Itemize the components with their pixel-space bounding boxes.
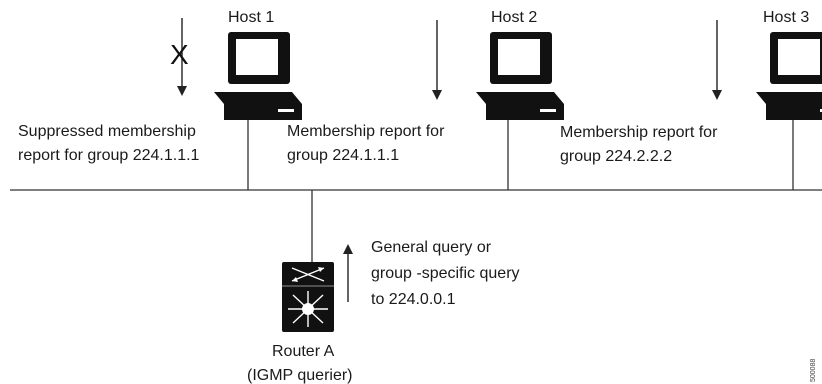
host2-report-arrow — [432, 20, 442, 100]
host3-report-arrow — [712, 20, 722, 100]
suppressed-x-mark: X — [170, 39, 189, 70]
router-role-label: (IGMP querier) — [247, 367, 353, 384]
host1-report-line1: Suppressed membership — [18, 123, 196, 140]
host2-label: Host 2 — [491, 9, 537, 26]
query-line2: group -specific query — [371, 265, 520, 282]
router-label: Router A — [272, 343, 335, 360]
host3-report-line2: group 224.2.2.2 — [560, 148, 672, 165]
host2-report-line2: group 224.1.1.1 — [287, 147, 399, 164]
figure-id: 500088 — [810, 359, 817, 382]
host1-computer-icon — [214, 32, 302, 120]
host2-computer-icon — [476, 32, 564, 120]
query-arrow — [343, 244, 353, 302]
host3-report-line1: Membership report for — [560, 124, 718, 141]
host1-report-line2: report for group 224.1.1.1 — [18, 147, 200, 164]
host3-label: Host 3 — [763, 9, 809, 26]
router-switch-icon — [282, 262, 334, 332]
host1-label: Host 1 — [228, 9, 274, 26]
query-line1: General query or — [371, 239, 492, 256]
query-line3: to 224.0.0.1 — [371, 291, 456, 308]
host1-suppressed-arrow — [177, 18, 187, 96]
host3-computer-icon — [756, 32, 822, 120]
host2-report-line1: Membership report for — [287, 123, 445, 140]
